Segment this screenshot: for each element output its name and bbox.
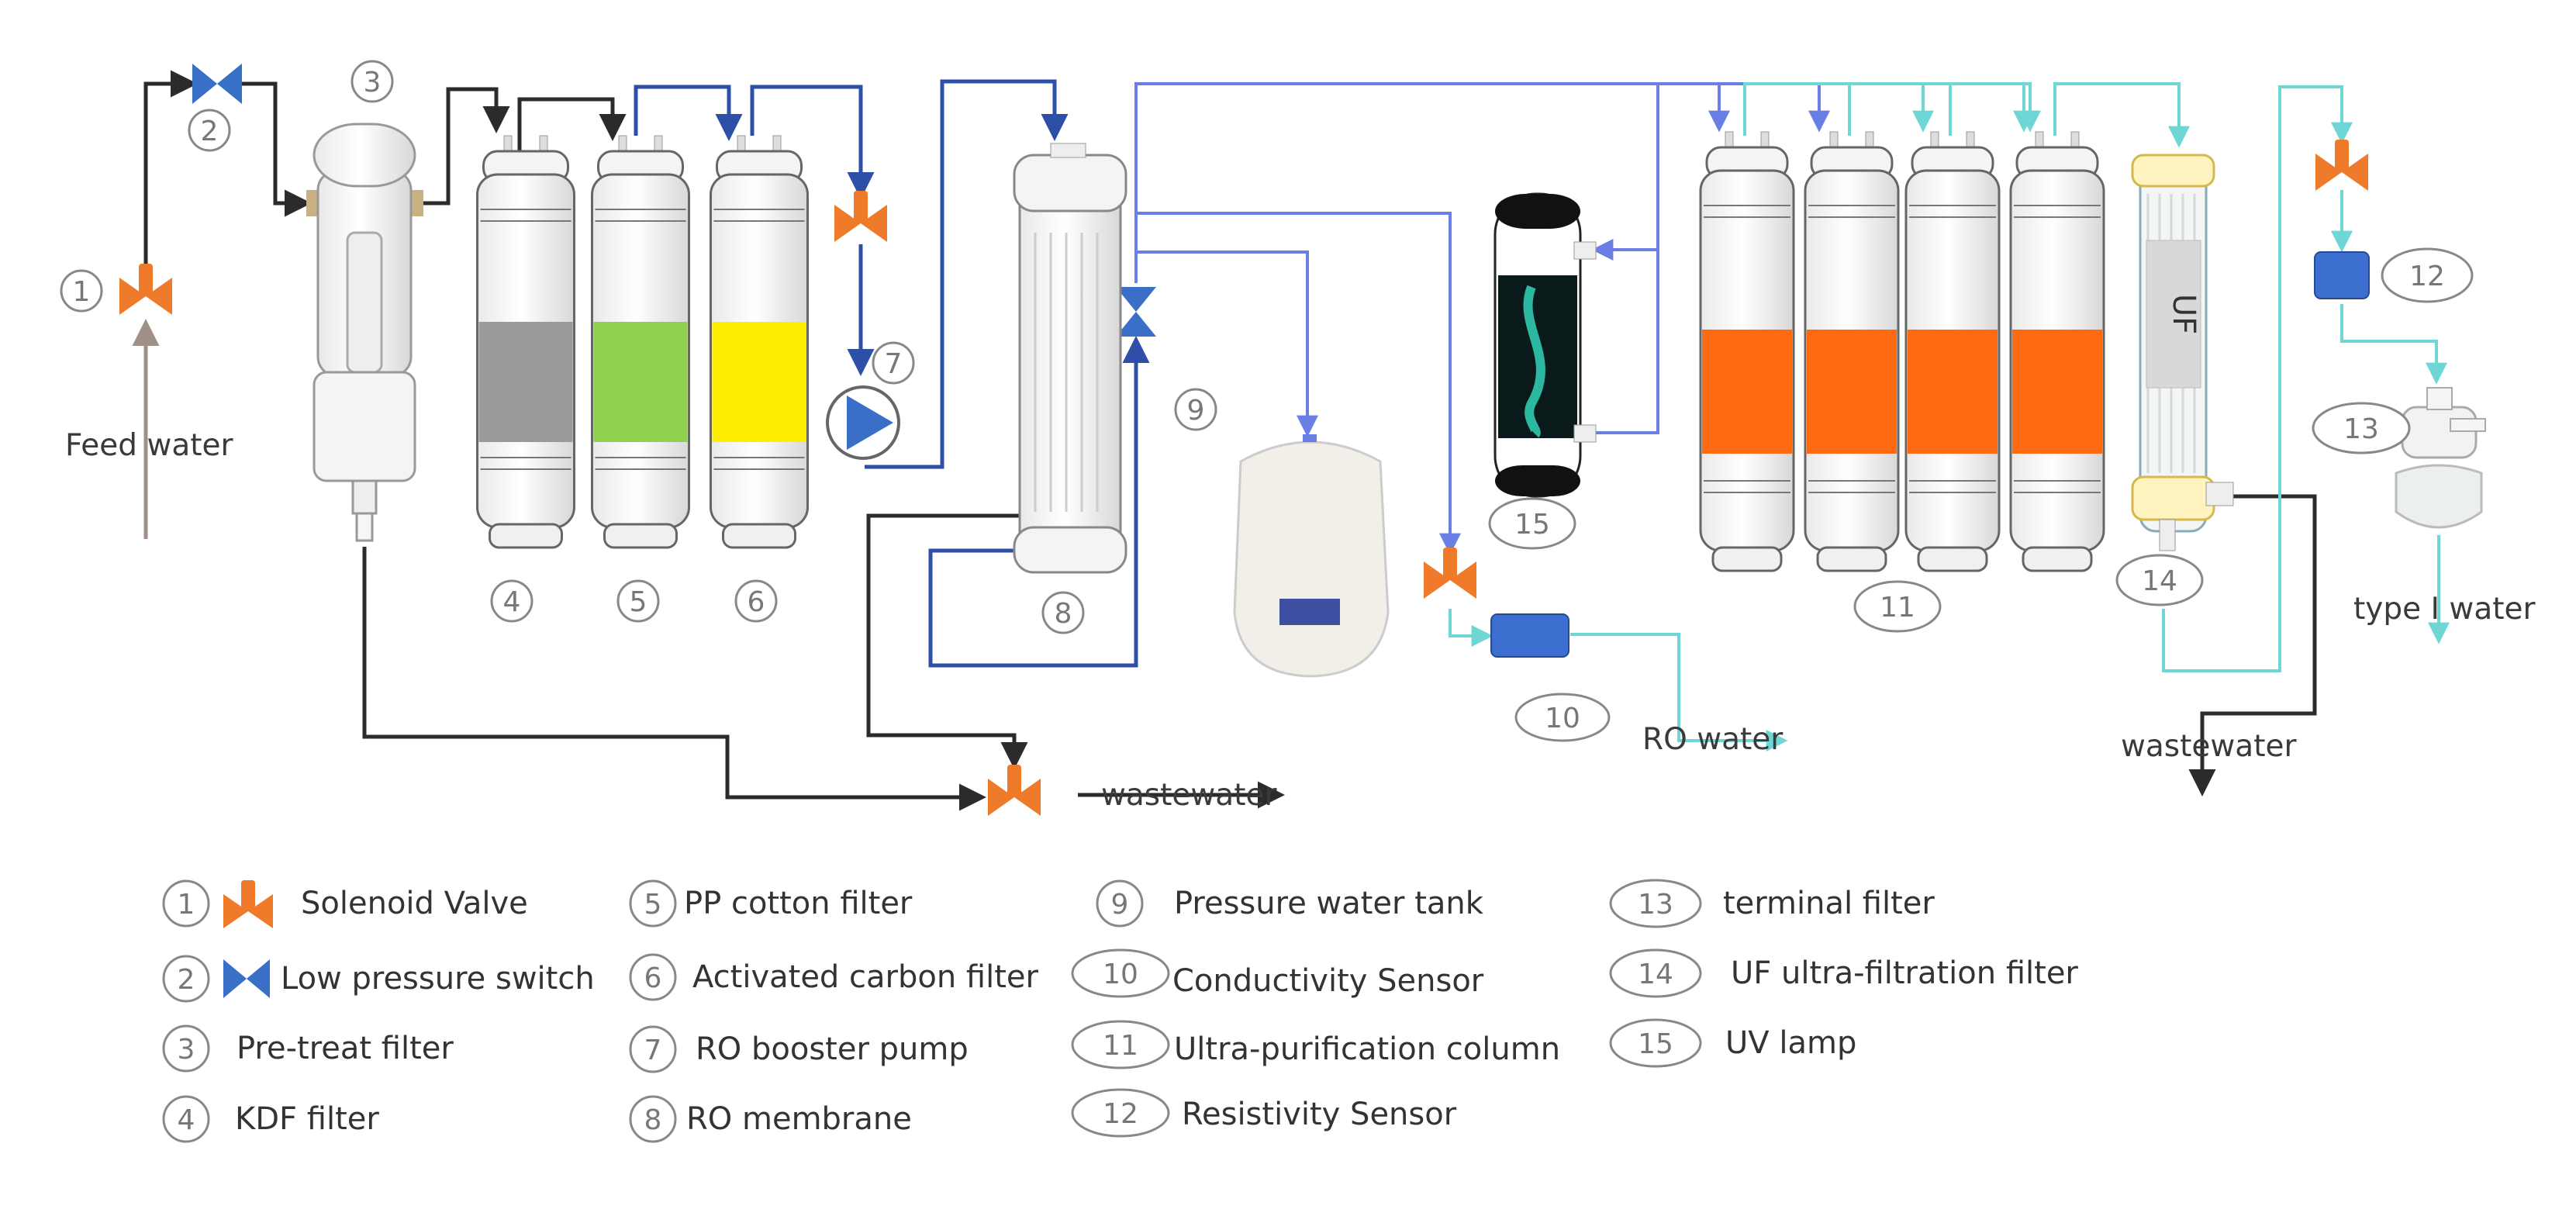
- marker-14: 14: [2142, 565, 2177, 597]
- marker-10: 10: [1545, 703, 1580, 734]
- low-pressure-switch-icon: [223, 959, 270, 998]
- marker-4: 4: [503, 586, 521, 618]
- pretreat-filter: [306, 123, 423, 542]
- solenoid-valve-final: [2315, 140, 2368, 191]
- solenoid-valve-1: [119, 264, 172, 315]
- legend-text-11: Ultra-purification column: [1174, 1031, 1560, 1067]
- blue-pipes: [1134, 82, 1880, 555]
- marker-1: 1: [73, 276, 91, 308]
- solenoid-valve-icon: [223, 880, 273, 928]
- diagram-marker-numbers: 1 2 3 4 5 6 7 8 9 10 11 12 13 14 15: [73, 67, 2445, 734]
- resistivity-sensor: [2314, 251, 2370, 299]
- legend-text-12: Resistivity Sensor: [1182, 1097, 1457, 1132]
- pressure-water-tank: [1233, 434, 1390, 678]
- legend-number-11: 11: [1103, 1030, 1138, 1062]
- marker-2: 2: [201, 116, 219, 147]
- legend-text-8: RO membrane: [686, 1101, 912, 1137]
- legend-text-1: Solenoid Valve: [301, 886, 528, 921]
- legend-text-15: UV lamp: [1725, 1025, 1856, 1061]
- wastewater-label-1: wastewater: [1101, 778, 1277, 813]
- legend-text-7: RO booster pump: [696, 1031, 969, 1067]
- marker-7: 7: [885, 348, 903, 380]
- wastewater-label-2: wastewater: [2121, 729, 2297, 764]
- solenoid-valve-2: [834, 191, 887, 242]
- pp-cotton-filter-cartridge: [591, 135, 690, 549]
- legend-text-4: KDF filter: [235, 1101, 379, 1137]
- legend-number-3: 3: [178, 1034, 195, 1066]
- ultra-purification-column: [1904, 131, 2001, 572]
- legend-text-5: PP cotton filter: [684, 886, 913, 921]
- ultra-purification-column: [1699, 131, 1795, 572]
- conductivity-sensor: [1490, 613, 1569, 658]
- legend-number-9: 9: [1111, 889, 1129, 921]
- ro-membrane: [1013, 143, 1127, 574]
- marker-9: 9: [1187, 395, 1205, 427]
- marker-11: 11: [1880, 592, 1915, 624]
- legend-number-8: 8: [644, 1104, 662, 1136]
- legend-number-10: 10: [1103, 959, 1138, 990]
- marker-3: 3: [364, 67, 382, 98]
- legend-text-13: terminal filter: [1723, 886, 1935, 921]
- uf-filter: [2131, 154, 2234, 551]
- kdf-filter-cartridge: [476, 135, 575, 549]
- activated-carbon-cartridge: [710, 135, 809, 549]
- dark-blue-pipes: [634, 79, 1150, 668]
- legend-number-7: 7: [644, 1035, 662, 1066]
- legend: 1 Solenoid Valve 2 Low pressure switch 3…: [162, 879, 2078, 1143]
- marker-5: 5: [630, 586, 647, 618]
- diagram-markers: [60, 60, 2474, 742]
- marker-15: 15: [1514, 509, 1550, 541]
- marker-13: 13: [2343, 413, 2379, 445]
- legend-text-10: Conductivity Sensor: [1172, 963, 1484, 999]
- legend-number-14: 14: [1638, 959, 1673, 990]
- marker-6: 6: [748, 586, 765, 618]
- ro-booster-pump: [826, 385, 900, 460]
- legend-number-12: 12: [1103, 1098, 1138, 1130]
- cyan-pipes: [1449, 82, 2450, 751]
- uv-lamp: [1493, 192, 1597, 498]
- legend-text-14: UF ultra-filtration filter: [1731, 955, 2078, 991]
- ultra-purification-column: [2009, 131, 2105, 572]
- legend-text-9: Pressure water tank: [1174, 886, 1484, 921]
- legend-number-6: 6: [644, 962, 662, 994]
- legend-number-4: 4: [178, 1104, 195, 1136]
- ro-water-label: RO water: [1642, 722, 1784, 757]
- marker-8: 8: [1055, 598, 1072, 630]
- legend-number-15: 15: [1638, 1028, 1673, 1060]
- legend-number-1: 1: [178, 889, 195, 921]
- legend-number-5: 5: [644, 889, 662, 921]
- type1-water-label: type I water: [2353, 592, 2536, 627]
- legend-text-3: Pre-treat filter: [237, 1031, 454, 1066]
- legend-text-6: Activated carbon filter: [692, 959, 1039, 995]
- terminal-filter: [2395, 387, 2486, 529]
- marker-12: 12: [2409, 261, 2445, 292]
- legend-number-13: 13: [1638, 889, 1673, 921]
- legend-number-2: 2: [178, 964, 195, 996]
- low-pressure-switch-2: [1116, 287, 1156, 337]
- solenoid-valve-ro: [1424, 548, 1476, 599]
- solenoid-valve-waste: [988, 765, 1041, 816]
- legend-text-2: Low pressure switch: [281, 961, 595, 997]
- uf-filter-label: UF: [2166, 294, 2201, 334]
- low-pressure-switch-1: [192, 64, 242, 104]
- feed-water-label: Feed water: [65, 428, 234, 463]
- ultra-purification-column: [1804, 131, 1900, 572]
- black-pipes: [143, 70, 2317, 811]
